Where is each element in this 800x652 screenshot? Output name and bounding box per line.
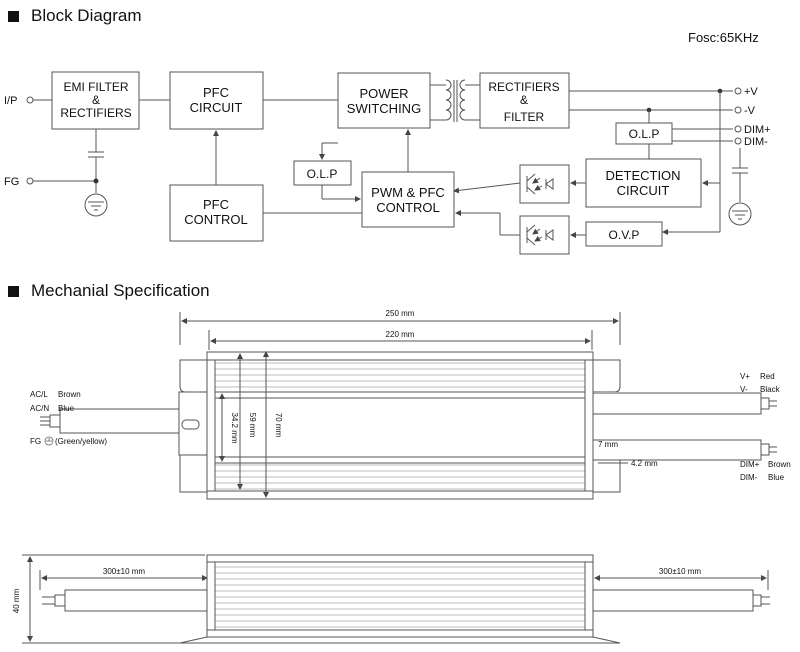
ip-terminal-label: I/P xyxy=(4,95,17,107)
optocoupler-top-icon xyxy=(519,164,570,204)
pwm-line2: CONTROL xyxy=(376,200,440,215)
pfc-control-block: PFC CONTROL xyxy=(169,184,264,242)
earth-icon xyxy=(44,436,54,446)
vminus-label: -V xyxy=(744,105,756,117)
mech-spec-title: Mechanial Specification xyxy=(31,281,210,300)
dim-220-label: 220 mm xyxy=(386,330,415,339)
detection-line1: DETECTION xyxy=(605,168,680,183)
dim-42-label: 4.2 mm xyxy=(631,459,658,468)
ip-terminal-icon xyxy=(26,96,34,104)
dimplus-label: DIM+ xyxy=(744,124,771,136)
transformer-icon xyxy=(430,79,480,122)
pwm-pfc-control-block: PWM & PFC CONTROL xyxy=(361,171,455,228)
vm-label: V- xyxy=(740,385,748,394)
emi-line3: RECTIFIERS xyxy=(60,106,131,120)
heading-square-icon xyxy=(8,10,19,22)
output-cable-side xyxy=(592,589,770,612)
detection-line2: CIRCUIT xyxy=(617,183,670,198)
fg-wire-label: FG xyxy=(30,437,41,446)
optocoupler-bottom-icon xyxy=(519,215,570,255)
block-diagram-heading: Block Diagram xyxy=(8,6,142,26)
input-cable-top xyxy=(40,408,180,434)
detection-circuit-block: DETECTION CIRCUIT xyxy=(585,158,702,208)
pfc-circuit-line2: CIRCUIT xyxy=(190,100,243,115)
pfc-circuit-block: PFC CIRCUIT xyxy=(169,71,264,130)
vm-color: Black xyxy=(760,385,781,394)
ovp-block: O.V.P xyxy=(585,221,663,247)
dimplus-terminal-icon xyxy=(734,125,742,133)
dimminus-terminal-icon xyxy=(734,137,742,145)
dimm-color: Blue xyxy=(768,473,785,482)
rectifiers-filter-block: RECTIFIERS & FILTER xyxy=(479,72,570,129)
pfc-circuit-line1: PFC xyxy=(203,85,229,100)
mech-spec-heading: Mechanial Specification xyxy=(8,281,210,301)
vplus-terminal-icon xyxy=(734,87,742,95)
ovp-label: O.V.P xyxy=(609,228,640,242)
olp-right-label: O.L.P xyxy=(629,127,660,141)
dimp-color: Brown xyxy=(768,460,791,469)
heading-square-icon xyxy=(8,285,19,297)
fg-wire-color: (Green/yellow) xyxy=(55,437,107,446)
olp-left-label: O.L.P xyxy=(307,167,338,181)
dimm-label: DIM- xyxy=(740,473,758,482)
acl-label: AC/L xyxy=(30,390,48,399)
dim-40-label: 40 mm xyxy=(12,588,21,613)
fosc-label: Fosc:65KHz xyxy=(688,30,759,45)
vminus-terminal-icon xyxy=(734,106,742,114)
pfc-control-line2: CONTROL xyxy=(184,212,248,227)
rect-line2: & xyxy=(520,93,528,107)
dim-342-label: 34.2 mm xyxy=(230,412,239,443)
psu-side-view xyxy=(179,554,621,644)
psu-top-view xyxy=(178,351,621,500)
olp-left-block: O.L.P xyxy=(293,160,352,186)
fg-terminal-label: FG xyxy=(4,176,19,188)
block-diagram-title: Block Diagram xyxy=(31,6,142,25)
power-switching-line1: POWER xyxy=(359,86,408,101)
pfc-control-line1: PFC xyxy=(203,197,229,212)
output-cable-top-1 xyxy=(592,392,777,415)
power-switching-line2: SWITCHING xyxy=(347,101,421,116)
dimp-label: DIM+ xyxy=(740,460,760,469)
output-cable-top-2 xyxy=(592,439,777,461)
emi-line2: & xyxy=(92,93,100,107)
fg-terminal-icon xyxy=(26,177,34,185)
pwm-line1: PWM & PFC xyxy=(371,185,445,200)
rect-line3: FILTER xyxy=(504,110,545,124)
vp-color: Red xyxy=(760,372,775,381)
output-ground-icon xyxy=(728,202,752,226)
emi-line1: EMI FILTER xyxy=(63,80,128,94)
acn-color: Blue xyxy=(58,404,75,413)
dim-70-label: 70 mm xyxy=(274,413,283,438)
dim-59-label: 59 mm xyxy=(248,413,257,438)
emi-filter-block: EMI FILTER & RECTIFIERS xyxy=(51,71,140,130)
dim-7-label: 7 mm xyxy=(598,440,618,449)
cable-left-label: 300±10 mm xyxy=(103,567,146,576)
dim-250-label: 250 mm xyxy=(386,309,415,318)
vplus-label: +V xyxy=(744,86,758,98)
vp-label: V+ xyxy=(740,372,750,381)
input-cable-side xyxy=(42,589,208,612)
cable-right-label: 300±10 mm xyxy=(659,567,702,576)
acn-label: AC/N xyxy=(30,404,49,413)
rect-line1: RECTIFIERS xyxy=(488,80,559,94)
olp-right-block: O.L.P xyxy=(615,122,673,145)
acl-color: Brown xyxy=(58,390,81,399)
dimminus-label: DIM- xyxy=(744,136,768,148)
power-switching-block: POWER SWITCHING xyxy=(337,72,431,129)
ground-icon xyxy=(84,193,108,217)
